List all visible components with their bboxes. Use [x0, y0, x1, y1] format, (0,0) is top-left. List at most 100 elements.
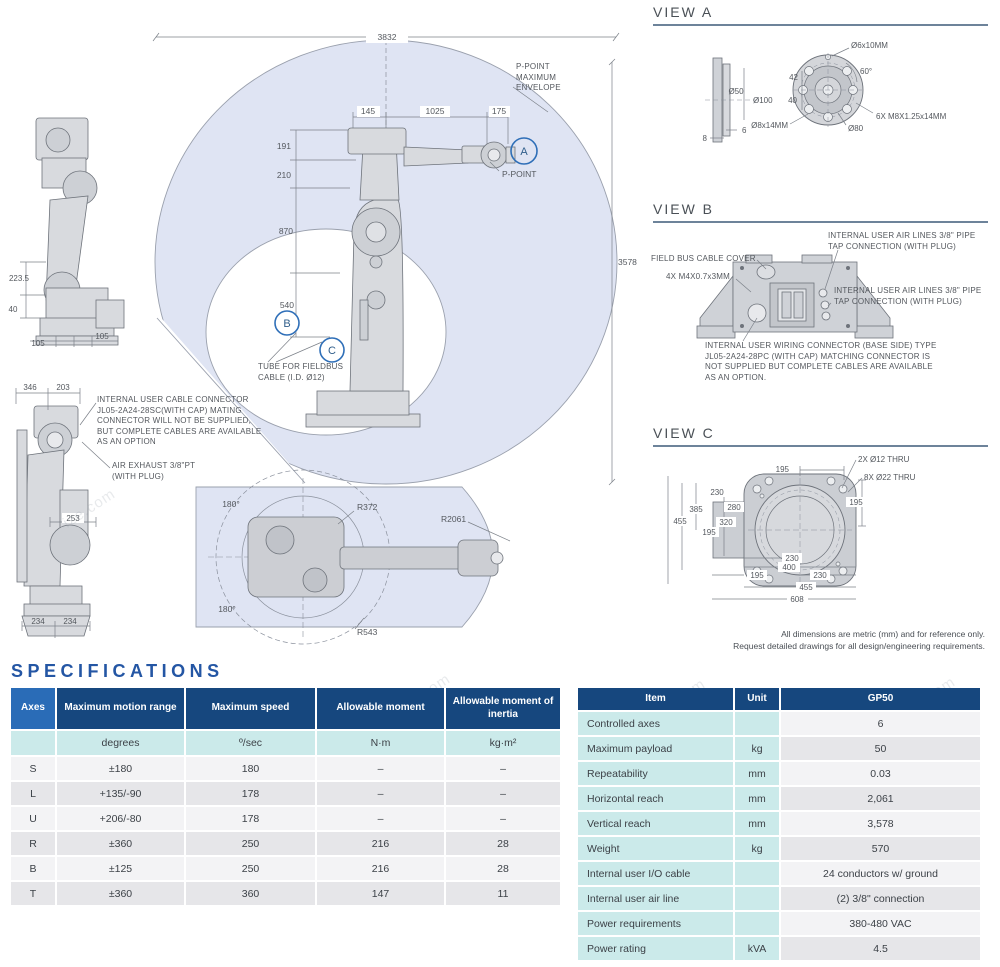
dim-label: 870 — [279, 226, 293, 236]
unit-cell — [735, 912, 779, 935]
unit-cell: º/sec — [186, 731, 315, 755]
value-cell: 2,061 — [781, 787, 980, 810]
view-a-title: VIEW A — [653, 4, 713, 20]
dim-label: Ø100 — [753, 96, 773, 105]
p-point-label: P-POINT — [502, 169, 536, 179]
main-leaders — [267, 86, 549, 363]
dim-label: 8 — [703, 134, 708, 143]
dim-label: 230 — [785, 554, 799, 563]
column-header-allowable-moment: Allowable moment — [317, 688, 444, 729]
dim-label: Ø50 — [728, 87, 744, 96]
dim-label: Ø80 — [848, 124, 864, 133]
dim-label: Ø6x10MM — [851, 41, 888, 50]
range-cell: ±360 — [57, 832, 184, 855]
unit-cell: mm — [735, 812, 779, 835]
dim-label: 230 — [710, 488, 724, 497]
radius-label: R543 — [357, 627, 378, 637]
inertia-cell: – — [446, 807, 560, 830]
axis-cell: T — [11, 882, 55, 905]
robot-side-elevation — [305, 127, 516, 428]
column-header-moment-inertia: Allowable moment of inertia — [446, 688, 560, 729]
view-b-drawing — [696, 254, 894, 339]
moment-cell: – — [317, 807, 444, 830]
dim-label: 191 — [277, 141, 291, 151]
item-cell: Horizontal reach — [578, 787, 733, 810]
inertia-cell: 28 — [446, 857, 560, 880]
dim-label: 210 — [277, 170, 291, 180]
dim-label: 195 — [702, 528, 716, 537]
unit-cell: kg — [735, 737, 779, 760]
speed-cell: 180 — [186, 757, 315, 780]
moment-cell: 216 — [317, 857, 444, 880]
speed-cell: 178 — [186, 807, 315, 830]
marker-a-label: A — [520, 146, 528, 158]
dim-label: 203 — [56, 383, 70, 392]
unit-cell: degrees — [57, 731, 184, 755]
dim-label: 230 — [813, 571, 827, 580]
item-cell: Maximum payload — [578, 737, 733, 760]
field-bus-cover-note: FIELD BUS CABLE COVER — [651, 254, 756, 263]
axis-cell: S — [11, 757, 55, 780]
dim-label: 145 — [361, 106, 375, 116]
view-a-drawing — [705, 47, 874, 143]
p-point-envelope-note: P-POINT MAXIMUM ENVELOPE — [516, 62, 561, 93]
speed-cell: 178 — [186, 782, 315, 805]
technical-drawings: 3832 3578 145 1025 175 191 210 870 540 A… — [9, 4, 988, 645]
unit-cell — [735, 887, 779, 910]
user-cable-connector-note: INTERNAL USER CABLE CONNECTOR JL05-2A24-… — [97, 395, 262, 447]
moment-cell: 216 — [317, 832, 444, 855]
dim-label: 105 — [95, 332, 109, 341]
value-cell: 24 conductors w/ ground — [781, 862, 980, 885]
dim-label: 195 — [750, 571, 764, 580]
main-dimensions — [152, 31, 620, 486]
radius-label: R372 — [357, 502, 378, 512]
unit-cell — [11, 731, 55, 755]
range-cell: ±180 — [57, 757, 184, 780]
dim-label: 6X M8X1.25x14MM — [876, 112, 947, 121]
dim-label: 40 — [9, 305, 18, 314]
air-line-note-2: INTERNAL USER AIR LINES 3/8" PIPE TAP CO… — [834, 286, 982, 306]
item-cell: Power requirements — [578, 912, 733, 935]
speed-cell: 250 — [186, 832, 315, 855]
value-cell: (2) 3/8" connection — [781, 887, 980, 910]
item-cell: Power rating — [578, 937, 733, 960]
item-cell: Controlled axes — [578, 712, 733, 735]
value-cell: 50 — [781, 737, 980, 760]
speed-cell: 250 — [186, 857, 315, 880]
unit-cell: kVA — [735, 937, 779, 960]
dim-label: 42 — [789, 73, 798, 82]
axis-cell: R — [11, 832, 55, 855]
dim-label: 234 — [31, 617, 45, 626]
dim-label: 540 — [280, 300, 294, 310]
footnote-line2: Request detailed drawings for all design… — [733, 641, 985, 652]
column-header-unit: Unit — [735, 688, 779, 710]
angle-label: 180° — [218, 604, 236, 614]
dim-label: 385 — [689, 505, 703, 514]
moment-cell: 147 — [317, 882, 444, 905]
inertia-cell: 11 — [446, 882, 560, 905]
dim-label: 253 — [66, 514, 80, 523]
dim-label: 3832 — [378, 32, 397, 42]
axes-spec-table: Axes Maximum motion range Maximum speed … — [11, 688, 560, 905]
dim-label: 8X Ø22 THRU — [864, 473, 916, 482]
column-header-item: Item — [578, 688, 733, 710]
value-cell: 0.03 — [781, 762, 980, 785]
dim-label: 320 — [719, 518, 733, 527]
footnote-line1: All dimensions are metric (mm) and for r… — [781, 629, 985, 639]
air-line-note-1: INTERNAL USER AIR LINES 3/8" PIPE TAP CO… — [828, 231, 976, 251]
robot-side-profile — [35, 117, 125, 346]
dim-label: 2X Ø12 THRU — [858, 455, 910, 464]
front-view-dims — [15, 388, 111, 638]
angle-label: 180° — [222, 499, 240, 509]
dim-label: 195 — [849, 498, 863, 507]
dim-label: 195 — [776, 465, 790, 474]
unit-cell: mm — [735, 762, 779, 785]
moment-cell: – — [317, 782, 444, 805]
dimensions-footnote: All dimensions are metric (mm) and for r… — [625, 628, 985, 653]
dim-label: 6 — [742, 126, 747, 135]
axis-cell: U — [11, 807, 55, 830]
dim-label: 400 — [782, 563, 796, 572]
dim-label: Ø8x14MM — [751, 121, 788, 130]
dim-label: 346 — [23, 383, 37, 392]
unit-cell: kg·m² — [446, 731, 560, 755]
